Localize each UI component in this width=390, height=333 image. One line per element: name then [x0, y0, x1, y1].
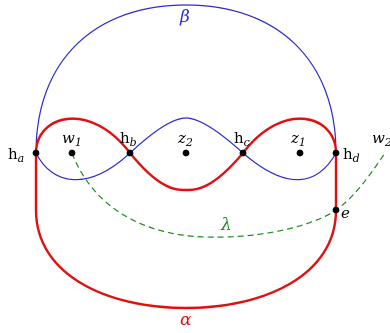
- label-w1: w1: [62, 129, 82, 149]
- point-ha: [32, 149, 40, 157]
- label-hd: hd: [343, 145, 360, 165]
- label-w2: w2: [372, 129, 390, 149]
- point-e: [332, 206, 340, 214]
- label-lambda: λ: [220, 215, 232, 235]
- label-ha: ha: [8, 145, 24, 165]
- label-alpha: α: [180, 310, 192, 330]
- point-z2: [182, 149, 190, 157]
- point-hb: [126, 149, 134, 157]
- point-hc: [239, 149, 247, 157]
- label-beta: β: [179, 7, 190, 27]
- label-hb: hb: [120, 129, 137, 149]
- label-z1: z1: [290, 129, 306, 149]
- point-z1: [296, 149, 304, 157]
- label-hc: hc: [234, 129, 250, 149]
- point-hd: [332, 149, 340, 157]
- label-z2: z2: [177, 129, 193, 149]
- point-w1: [68, 149, 76, 157]
- label-e: e: [341, 204, 350, 222]
